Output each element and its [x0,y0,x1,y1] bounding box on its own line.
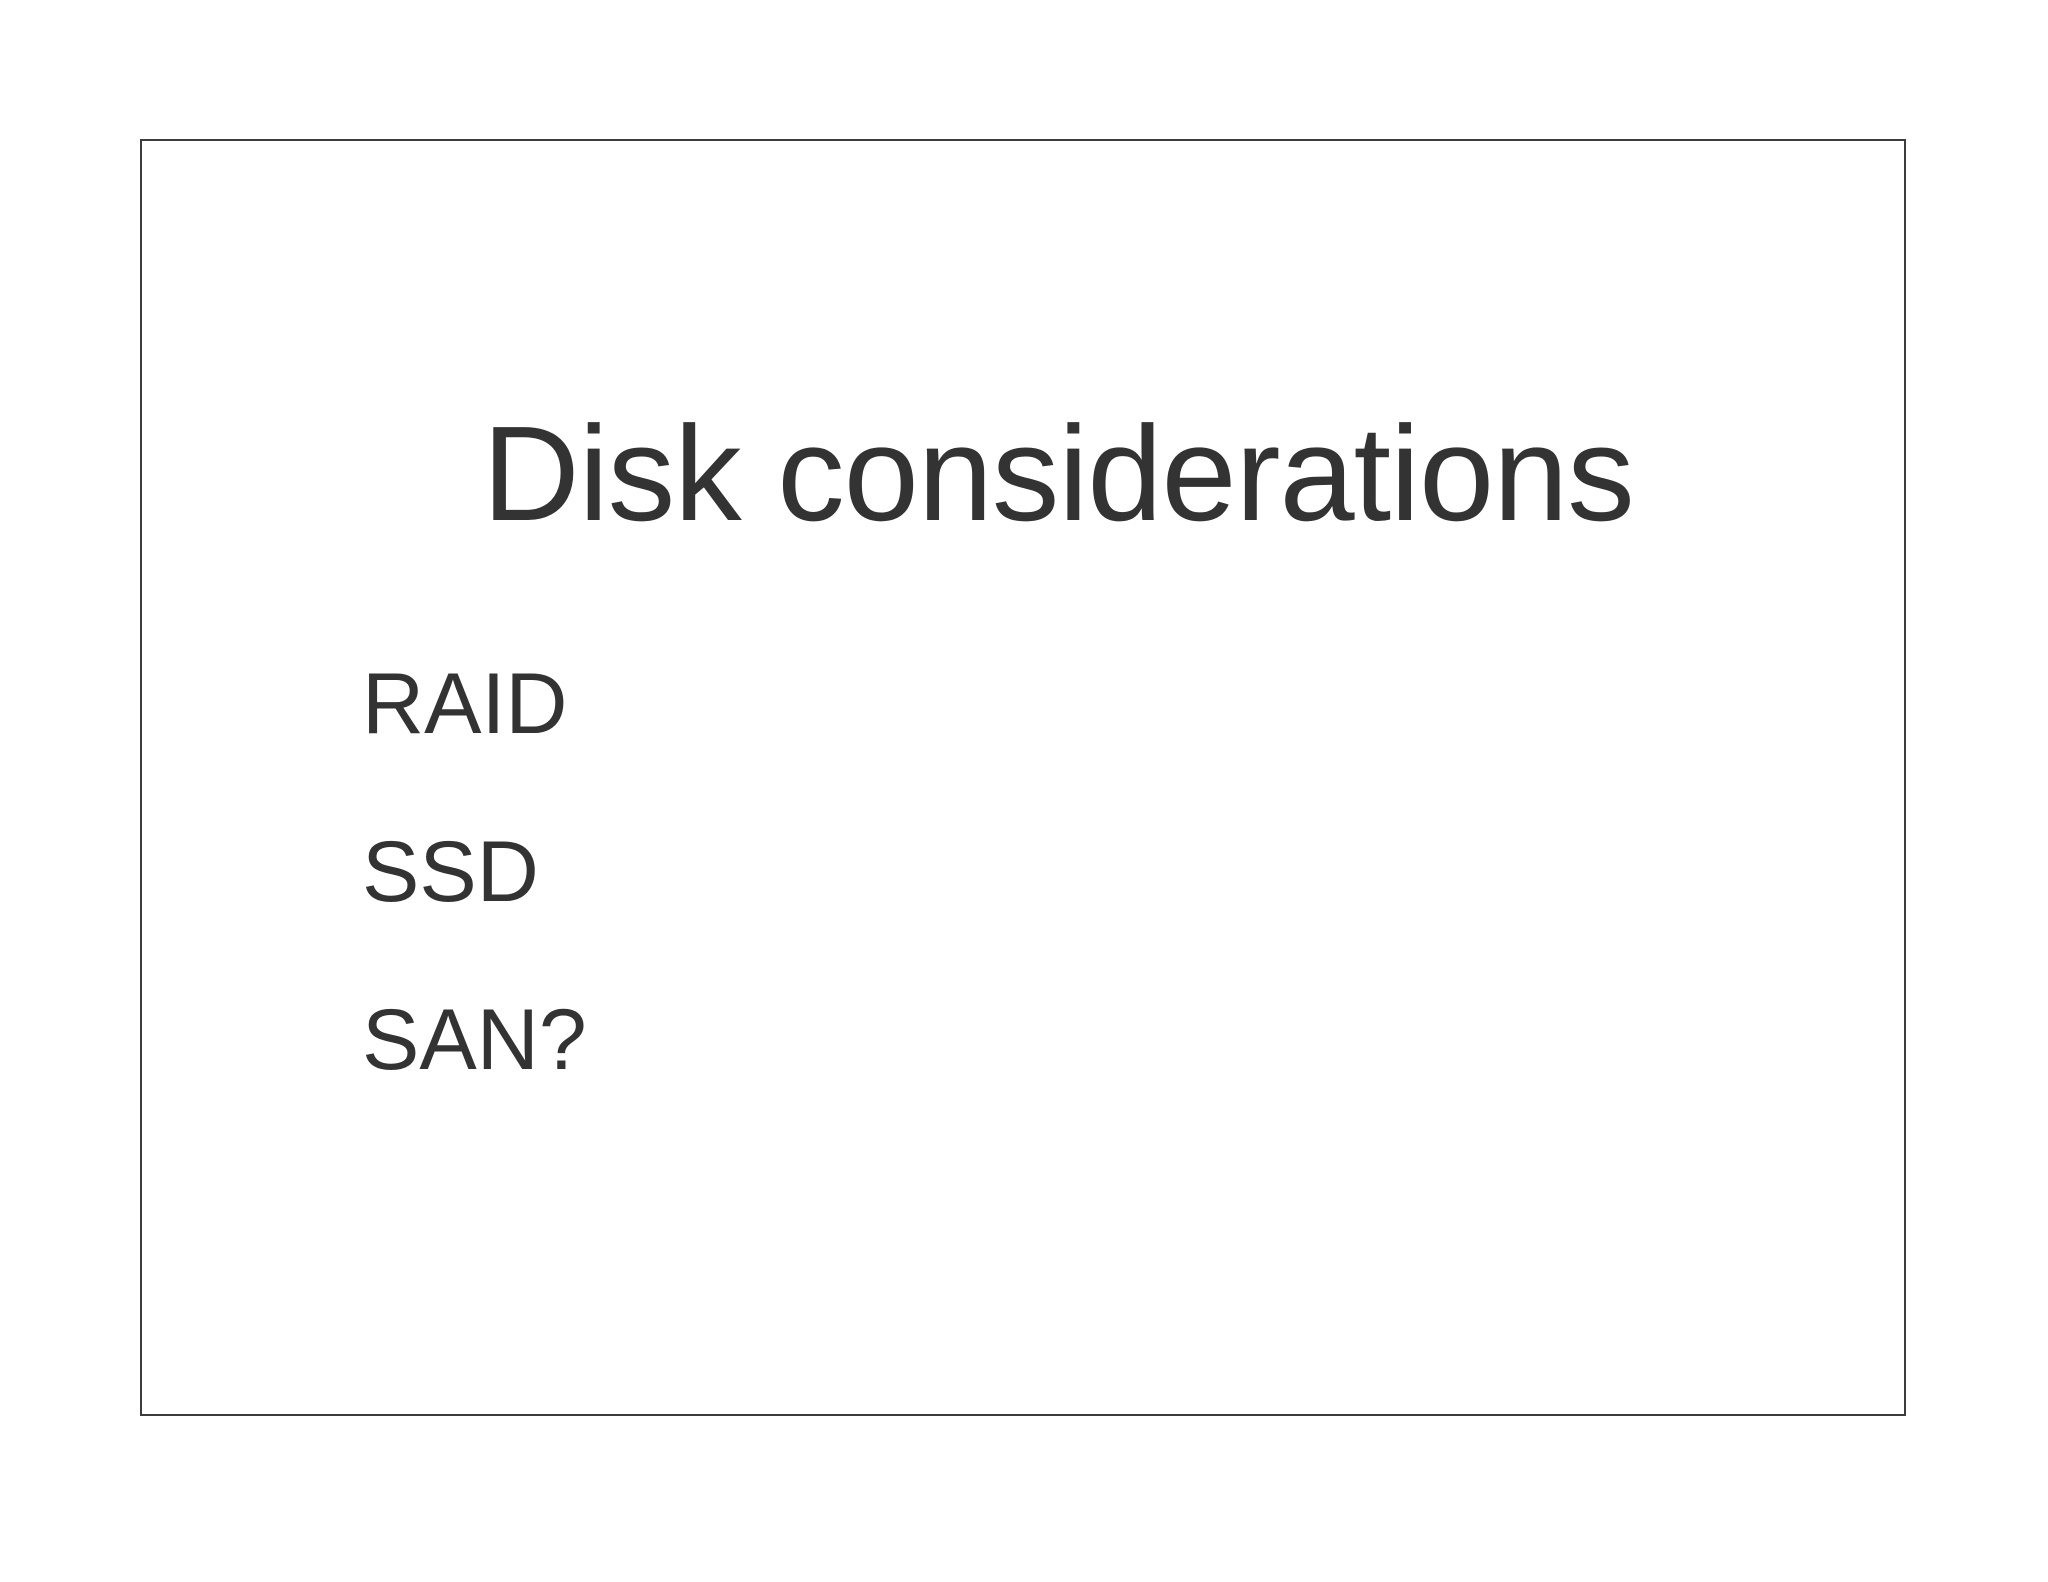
bullet-raid: RAID [362,656,568,752]
slide-title: Disk considerations [482,398,1635,549]
bullet-list: RAID SSD SAN? [362,661,587,1083]
bullet-san: SAN? [362,992,587,1088]
bullet-ssd: SSD [362,824,539,920]
slide-frame: Disk considerations RAID SSD SAN? [140,139,1906,1416]
